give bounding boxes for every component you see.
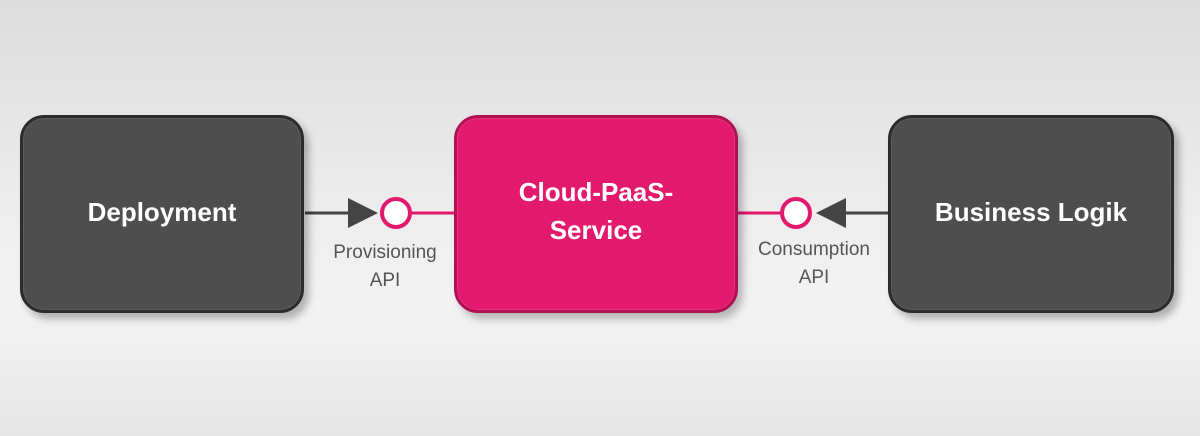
consumption-api-label: Consumption API (758, 239, 870, 288)
cloud-paas-service-node: Cloud-PaaS- Service (454, 115, 738, 313)
deployment-node: Deployment (20, 115, 304, 313)
provisioning-api-label: Provisioning API (333, 242, 437, 291)
cloud-paas-service-label: Cloud-PaaS- Service (518, 177, 674, 245)
consumption-api-socket-icon (780, 197, 812, 229)
deployment-label: Deployment (87, 196, 237, 227)
business-logic-label: Business Logik (934, 196, 1128, 227)
provisioning-api-socket-icon (380, 197, 412, 229)
business-logic-node: Business Logik (888, 115, 1174, 313)
